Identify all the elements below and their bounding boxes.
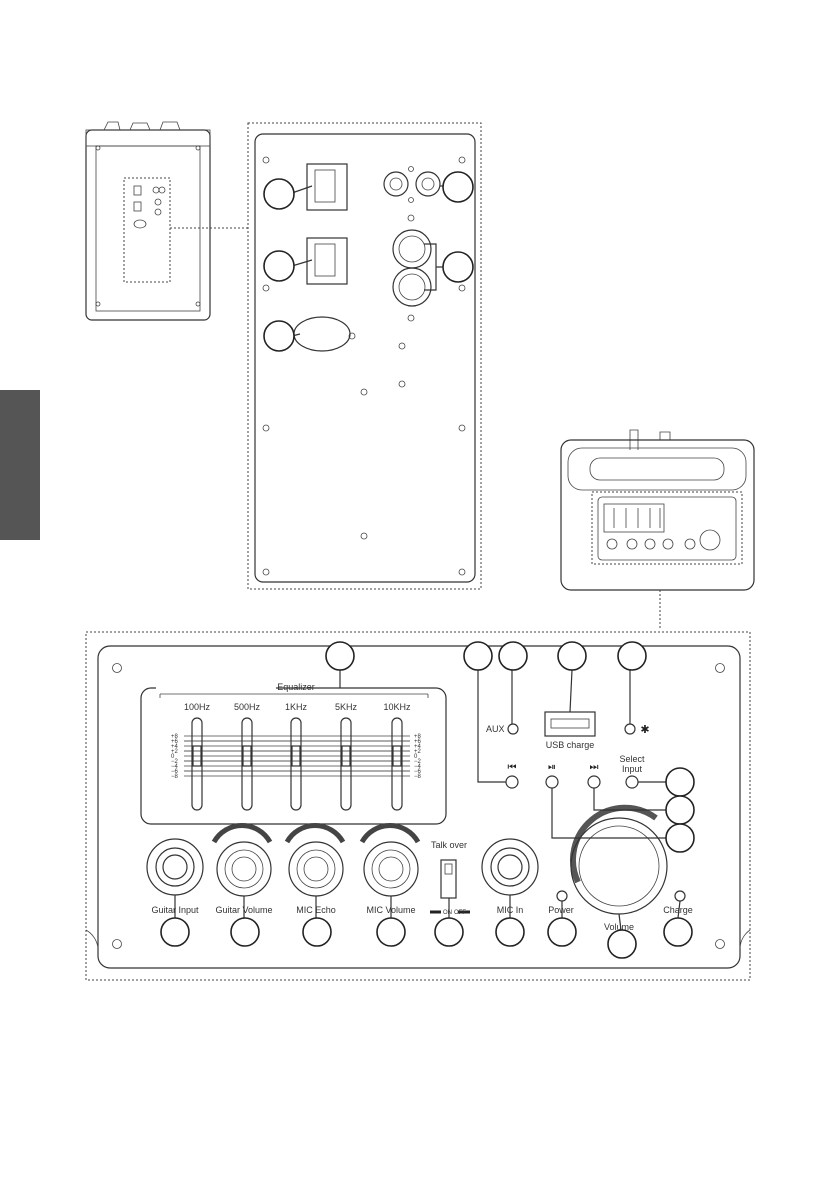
usb-label: USB charge <box>546 740 595 750</box>
bluetooth-led <box>625 724 635 734</box>
select-input-label-1: Select <box>619 754 645 764</box>
talk-over-switch[interactable] <box>441 860 456 898</box>
eq-slider-500hz[interactable] <box>242 718 252 810</box>
aux-label: AUX <box>486 724 505 734</box>
svg-text:−8: −8 <box>414 774 422 780</box>
speaker-front-thumbnail <box>561 430 754 630</box>
select-input-button[interactable] <box>626 776 638 788</box>
next-track-icon: ⏭ <box>590 762 599 773</box>
power-label: Power <box>548 905 574 915</box>
band-label-5khz: 5KHz <box>335 702 358 712</box>
back-panel <box>248 123 481 589</box>
previous-track-button[interactable] <box>506 776 518 788</box>
charge-led <box>675 891 685 901</box>
talk-over-on-label: ON <box>443 910 452 916</box>
equalizer-title: Equalizer <box>277 682 315 692</box>
power-switch-1[interactable] <box>307 164 347 210</box>
play-pause-icon: ⏯ <box>548 762 556 773</box>
select-input-label-2: Input <box>622 764 643 774</box>
svg-text:−8: −8 <box>171 774 179 780</box>
side-tab <box>0 390 40 540</box>
band-label-500hz: 500Hz <box>234 702 261 712</box>
aux-jack[interactable] <box>508 724 518 734</box>
eq-slider-5khz[interactable] <box>341 718 351 810</box>
power-switch-2[interactable] <box>307 238 347 284</box>
power-led <box>557 891 567 901</box>
eq-slider-1khz[interactable] <box>291 718 301 810</box>
talk-over-off-label: OFF <box>454 910 466 916</box>
band-label-100hz: 100Hz <box>184 702 211 712</box>
bluetooth-icon: ✱ <box>640 724 649 736</box>
play-pause-button[interactable] <box>546 776 558 788</box>
speaker-back-thumbnail <box>86 122 248 320</box>
band-label-10khz: 10KHz <box>383 702 411 712</box>
talk-over-label: Talk over <box>431 840 467 850</box>
main-volume-knob[interactable] <box>571 818 667 914</box>
eq-slider-10khz[interactable] <box>392 718 402 810</box>
dc-socket[interactable] <box>294 317 350 351</box>
eq-slider-100hz[interactable] <box>192 718 202 810</box>
front-panel: Equalizer 100Hz 500Hz 1KHz 5KHz 10KHz +8… <box>86 632 750 980</box>
previous-track-icon: ⏮ <box>508 762 517 773</box>
band-label-1khz: 1KHz <box>285 702 308 712</box>
usb-port[interactable] <box>545 712 595 736</box>
next-track-button[interactable] <box>588 776 600 788</box>
